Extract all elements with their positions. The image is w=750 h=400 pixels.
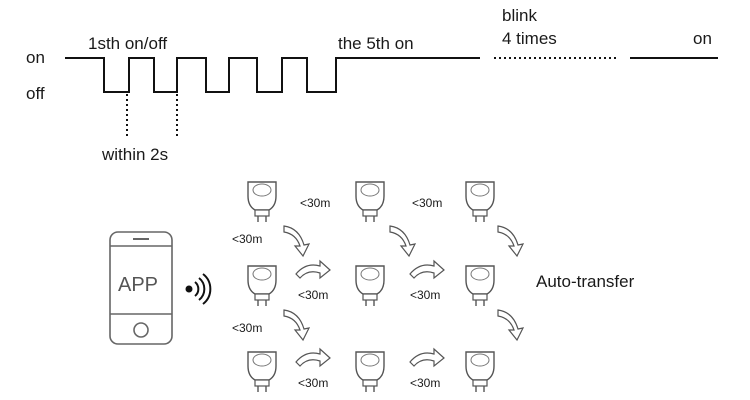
bulb-icon [355, 181, 385, 223]
auto-transfer-label: Auto-transfer [536, 272, 635, 291]
bulb-icon [247, 265, 277, 307]
on-level-label: on [26, 48, 45, 67]
distance-label: <30m [298, 288, 329, 302]
curved-arrow-icon [497, 225, 524, 257]
bulb-icon [465, 181, 495, 223]
bulb-icon [355, 265, 385, 307]
curved-arrow-icon [283, 225, 310, 257]
blink-label: blink [502, 6, 537, 25]
arrow-icon [409, 260, 445, 279]
bulb-icon [247, 181, 277, 223]
bulb-icon [355, 351, 385, 393]
bulb-icon [465, 351, 495, 393]
distance-label: <30m [300, 196, 331, 210]
distance-label: <30m [410, 376, 441, 390]
distance-label: <30m [298, 376, 329, 390]
within-2s-markers [126, 94, 178, 138]
wireless-signal-icon [185, 273, 212, 305]
off-level-label: off [26, 84, 45, 103]
smartphone-icon [109, 231, 173, 345]
distance-label: <30m [232, 232, 263, 246]
fifth-on-label: the 5th on [338, 34, 414, 53]
curved-arrow-icon [389, 225, 416, 257]
arrow-icon [295, 260, 331, 279]
on-off-waveform [65, 57, 480, 93]
bulb-grid [247, 181, 495, 393]
distance-label: <30m [410, 288, 441, 302]
distance-label: <30m [232, 321, 263, 335]
bulb-icon [465, 265, 495, 307]
app-label: APP [118, 274, 159, 296]
curved-arrow-icon [283, 309, 310, 341]
final-on-label: on [693, 29, 712, 48]
arrow-icon [409, 348, 445, 367]
curved-arrow-icon [497, 309, 524, 341]
bulb-icon [247, 351, 277, 393]
distance-label: <30m [412, 196, 443, 210]
arrow-icon [295, 348, 331, 367]
blink-count-label: 4 times [502, 29, 557, 48]
within-2s-label: within 2s [102, 145, 169, 164]
first-on-off-label: 1sth on/off [88, 34, 168, 53]
